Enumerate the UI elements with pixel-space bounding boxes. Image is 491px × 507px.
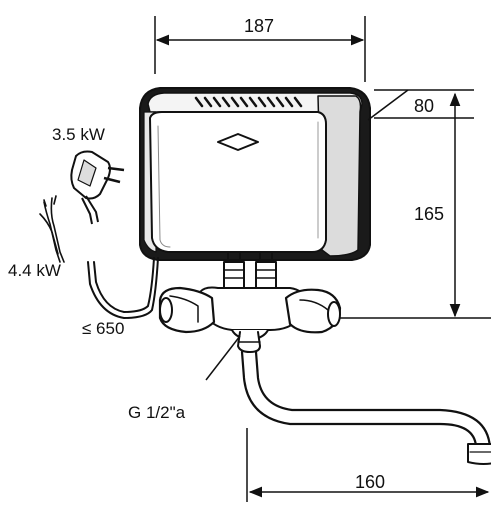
label-power-plug: 3.5 kW [52,125,105,144]
label-cable-length: ≤ 650 [82,319,124,338]
swivel-spout [240,350,491,465]
dimension-spout-reach: 160 [355,472,385,492]
power-cable [87,257,159,320]
label-thread: G 1/2"a [128,403,186,422]
dimension-height: 165 [414,204,444,224]
dimension-width: 187 [244,16,274,36]
dimension-lines [154,16,491,502]
mixer-fitting [158,251,342,353]
label-power-wired: 4.4 kW [8,261,61,280]
vent-slots [194,96,303,108]
dimension-depth: 80 [414,96,434,116]
heater-unit [139,87,371,261]
left-valve-handle [158,286,216,334]
plug-icon [70,150,125,225]
wire-ends-icon [39,195,65,263]
front-cover [149,111,327,253]
diamond-logo-icon [217,133,259,151]
